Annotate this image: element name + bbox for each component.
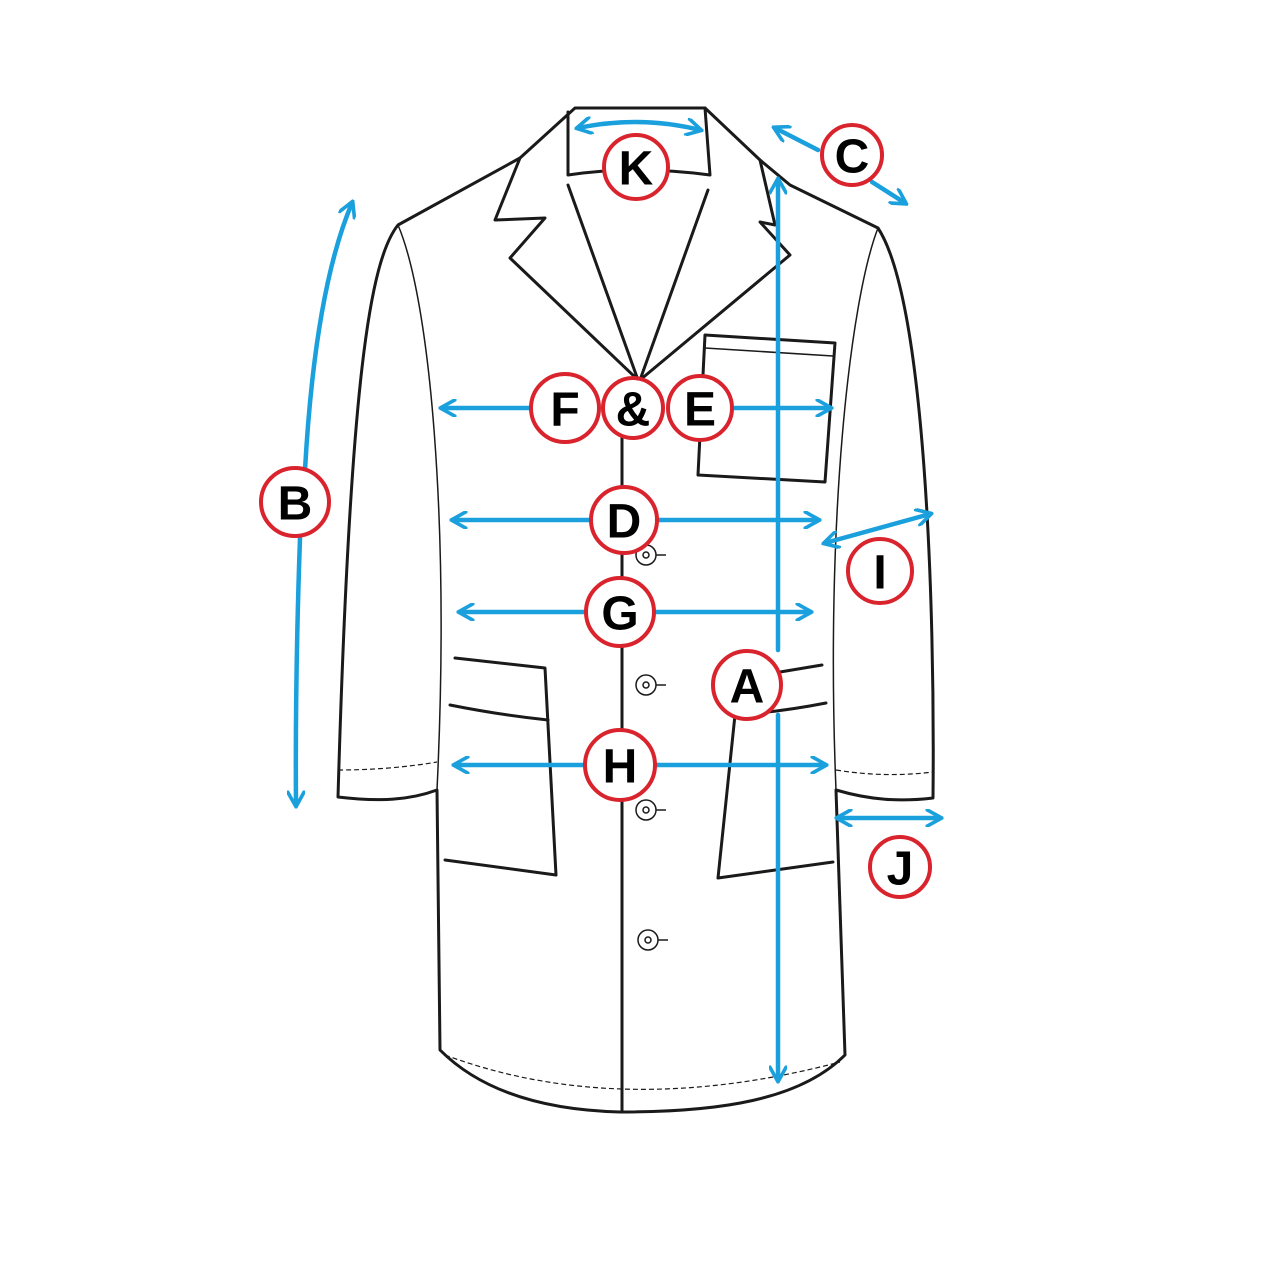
svg-text:&: & (616, 384, 651, 437)
badge-j: J (868, 835, 932, 899)
arrow-c (775, 128, 821, 153)
arrow-c-end (869, 179, 905, 203)
badge-a: A (711, 649, 783, 721)
svg-text:A: A (730, 661, 765, 714)
arrow-b-end (296, 535, 300, 805)
arrow-k (578, 122, 700, 130)
label-badges: K C B F & E D I G A H J (259, 123, 932, 899)
svg-text:E: E (684, 384, 716, 437)
arrow-b (302, 203, 352, 473)
arrow-i (825, 514, 930, 543)
svg-text:H: H (603, 741, 638, 794)
svg-text:K: K (619, 143, 654, 196)
svg-text:C: C (835, 131, 870, 184)
badge-c: C (820, 123, 884, 187)
badge-e: E (666, 374, 734, 442)
badge-i: I (846, 537, 914, 605)
badge-amp: & (601, 376, 665, 440)
badge-g: G (584, 576, 656, 648)
svg-text:D: D (607, 496, 642, 549)
svg-text:I: I (873, 547, 886, 600)
badge-h: H (583, 728, 657, 802)
button-icon (635, 799, 666, 821)
badge-f: F (529, 372, 601, 444)
badge-d: D (589, 485, 659, 555)
svg-text:J: J (887, 843, 914, 896)
svg-text:B: B (278, 478, 313, 531)
svg-text:G: G (601, 588, 638, 641)
badge-k: K (602, 133, 670, 201)
button-icon (635, 674, 666, 696)
button-icon (637, 929, 668, 951)
svg-text:F: F (550, 384, 579, 437)
badge-b: B (259, 466, 331, 538)
